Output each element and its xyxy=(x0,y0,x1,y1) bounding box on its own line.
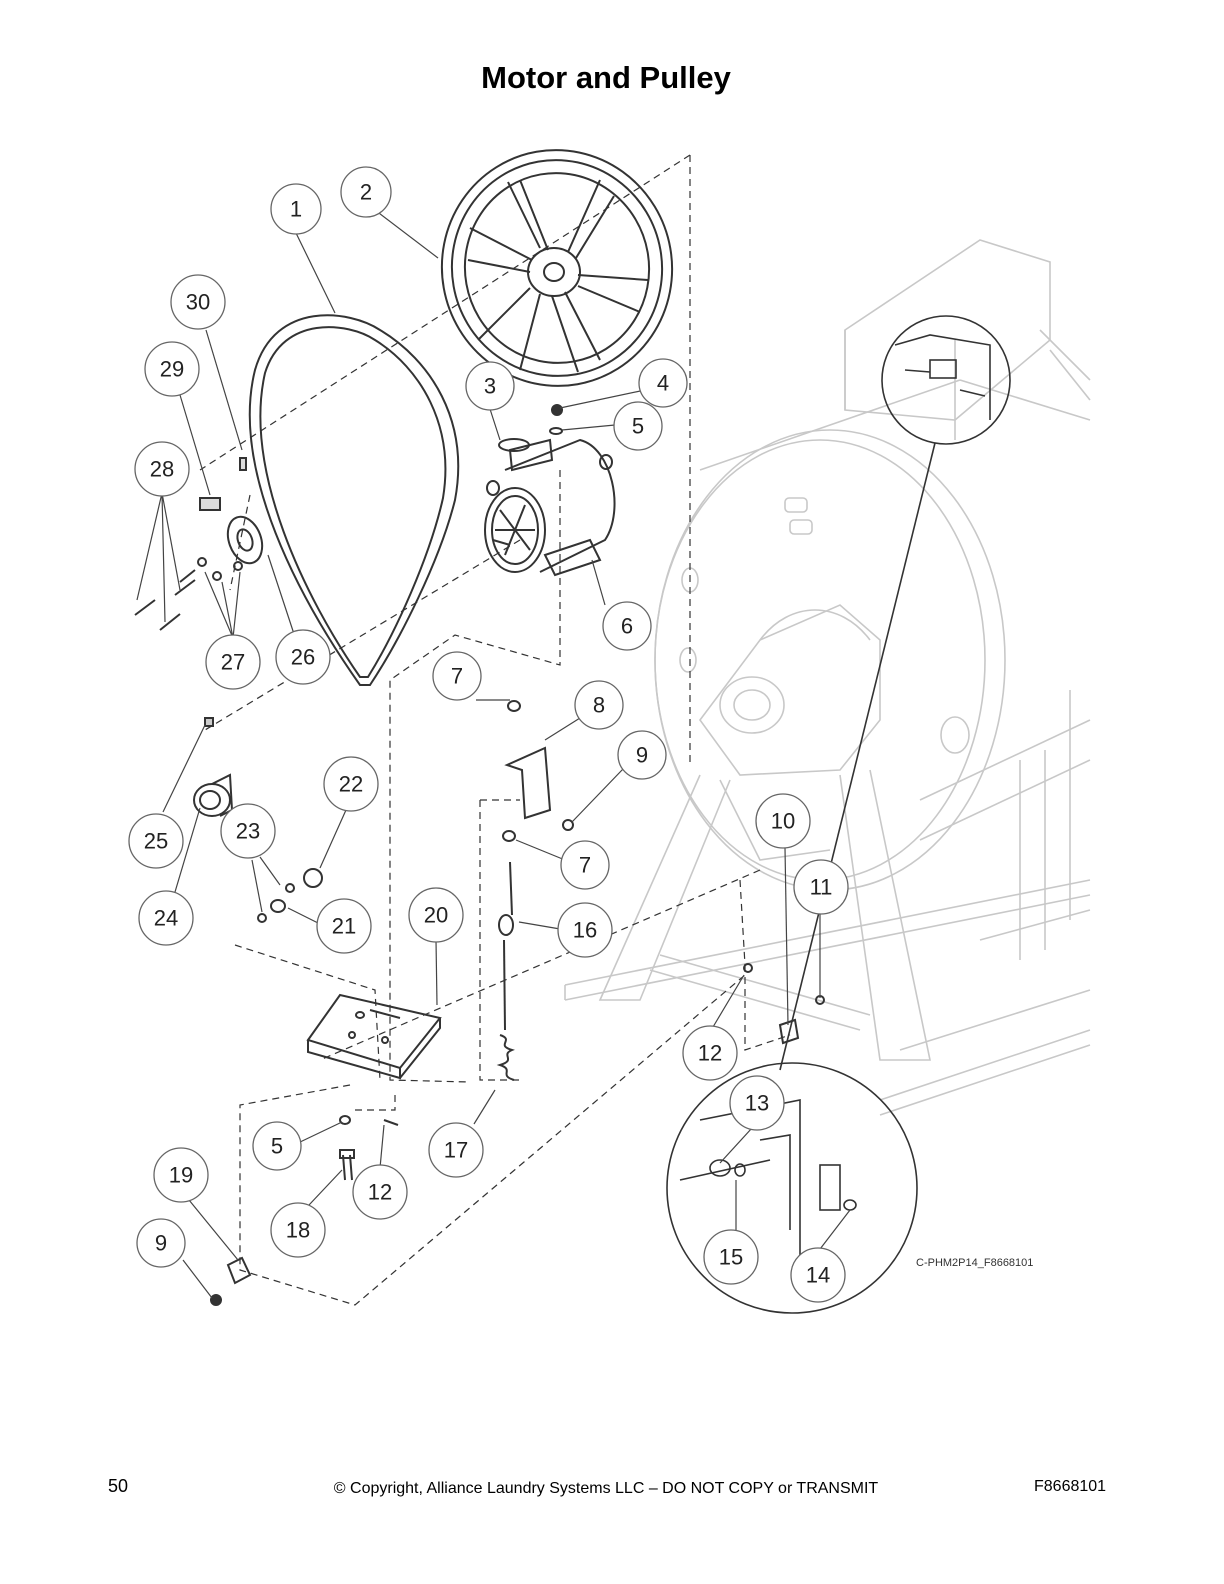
callout-20: 20 xyxy=(424,903,448,928)
callout-30: 30 xyxy=(186,290,210,315)
alignment-lines xyxy=(199,154,791,1306)
bushing-hardware xyxy=(134,457,264,631)
callout-7-top: 7 xyxy=(451,664,463,689)
callout-8: 8 xyxy=(593,693,605,718)
callout-15: 15 xyxy=(719,1245,743,1270)
callout-6: 6 xyxy=(621,614,633,639)
tension-bracket xyxy=(496,700,574,1081)
detail-view-bottom xyxy=(666,1062,918,1314)
callout-11: 11 xyxy=(810,875,833,900)
idler-pulley xyxy=(193,717,323,923)
callout-9-top: 9 xyxy=(636,743,648,768)
callout-18: 18 xyxy=(286,1218,310,1243)
callout-9-bottom: 9 xyxy=(155,1231,167,1256)
motor-base-plate xyxy=(306,993,442,1080)
callout-25: 25 xyxy=(144,829,168,854)
callout-26: 26 xyxy=(291,645,315,670)
page-number: 50 xyxy=(108,1476,129,1496)
callout-4: 4 xyxy=(657,371,669,396)
figure-reference: C-PHM2P14_F8668101 xyxy=(916,1257,1033,1269)
callout-13: 13 xyxy=(745,1091,769,1116)
callout-28: 28 xyxy=(150,457,174,482)
callout-10: 10 xyxy=(771,809,795,834)
drive-pulley xyxy=(440,149,674,387)
v-belt xyxy=(248,314,460,686)
page-title: Motor and Pulley xyxy=(481,60,731,95)
copyright-notice: © Copyright, Alliance Laundry Systems LL… xyxy=(333,1480,879,1497)
machine-frame-illustration xyxy=(564,239,1091,1116)
callout-5-top: 5 xyxy=(632,414,644,439)
callout-27: 27 xyxy=(221,650,245,675)
callout-29: 29 xyxy=(160,357,184,382)
callout-5-bottom: 5 xyxy=(271,1134,283,1159)
detail-view-top xyxy=(779,315,1011,1071)
callout-16: 16 xyxy=(573,918,597,943)
callout-24: 24 xyxy=(154,906,178,931)
callout-22: 22 xyxy=(339,772,363,797)
callout-1: 1 xyxy=(290,197,302,222)
leader-lines xyxy=(136,209,851,1299)
callout-circles xyxy=(128,166,849,1303)
document-number: F8668101 xyxy=(1034,1478,1107,1495)
small-hardware xyxy=(210,404,825,1306)
callout-12-right: 12 xyxy=(698,1041,722,1066)
callout-14: 14 xyxy=(806,1263,830,1288)
callout-23: 23 xyxy=(236,819,260,844)
callout-2: 2 xyxy=(360,180,372,205)
callout-19: 19 xyxy=(169,1163,193,1188)
callout-7-bottom: 7 xyxy=(579,853,591,878)
callout-3: 3 xyxy=(484,374,496,399)
motor xyxy=(484,438,616,577)
callout-labels: 1 2 30 29 28 3 4 5 6 27 26 7 8 25 22 9 2… xyxy=(144,180,833,1288)
callout-17: 17 xyxy=(444,1138,468,1163)
callout-12-bottom: 12 xyxy=(368,1180,392,1205)
callout-21: 21 xyxy=(332,914,356,939)
